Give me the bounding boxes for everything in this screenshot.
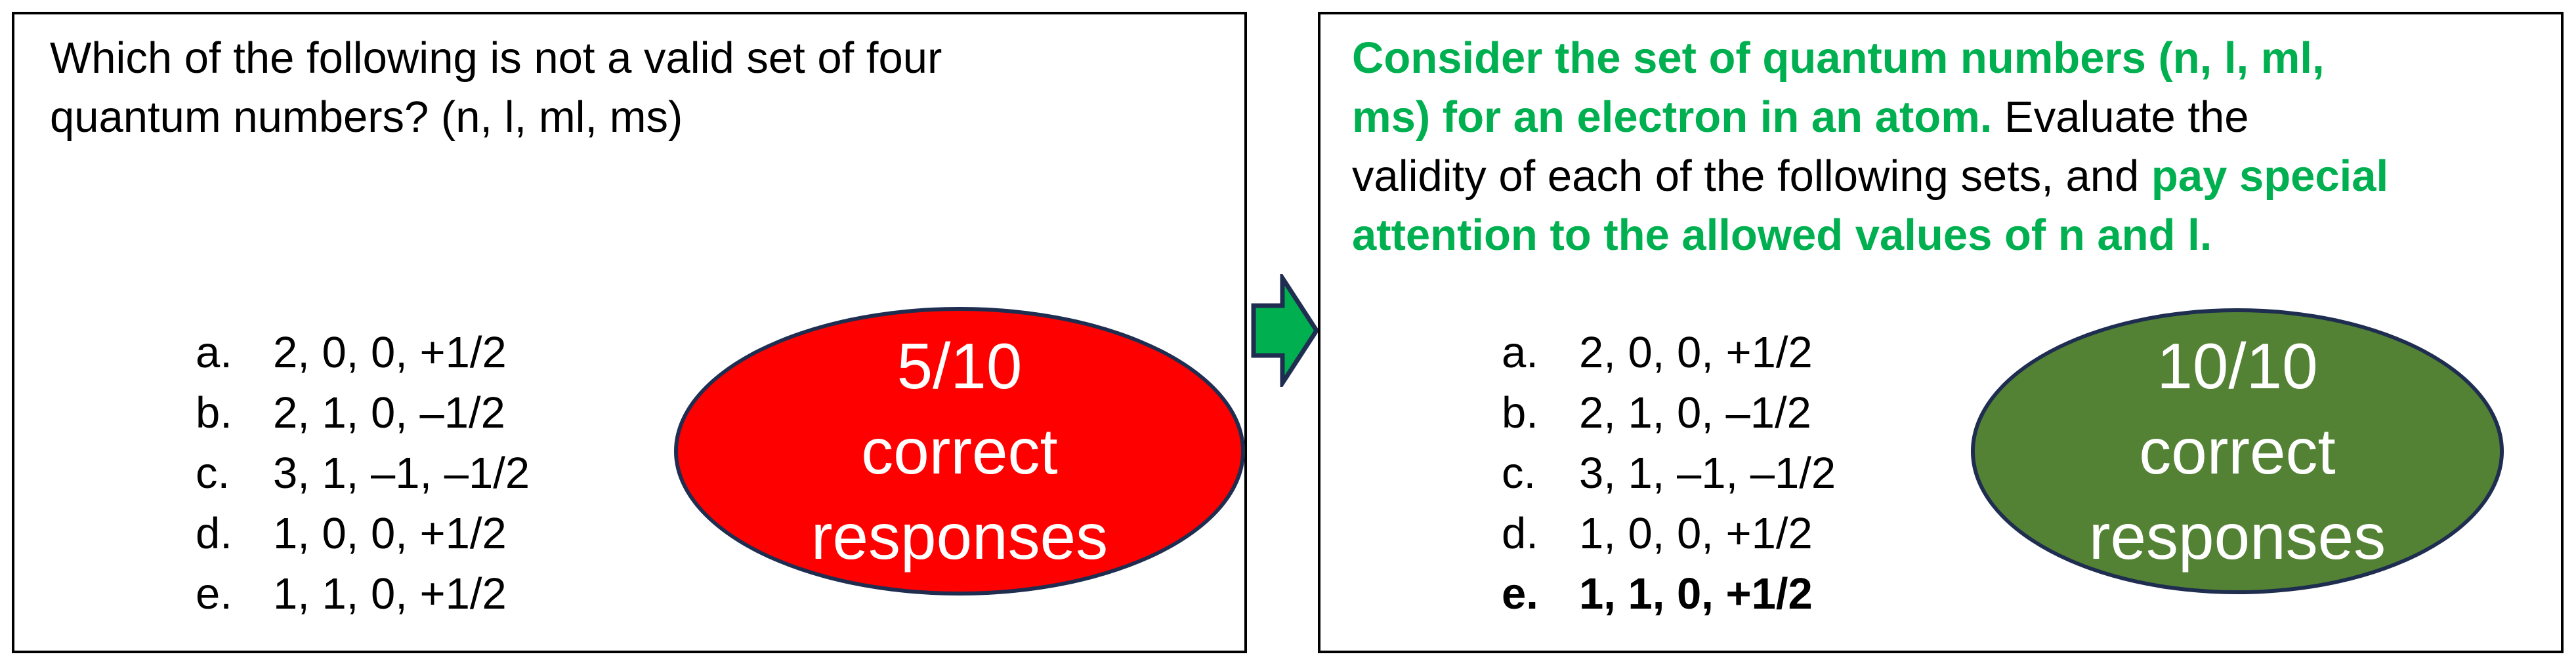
option-value: 1, 0, 0, +1/2 xyxy=(1579,509,1813,558)
score-label: correct xyxy=(861,415,1058,487)
question-line: ms) for an electron in an atom. Evaluate… xyxy=(1352,88,2388,147)
plain-text: validity of each of the following sets, … xyxy=(1352,152,2151,201)
option-letter: c. xyxy=(196,449,230,498)
question-line: validity of each of the following sets, … xyxy=(1352,147,2388,206)
option-letter: a. xyxy=(1502,328,1538,377)
option-e: e. 1, 1, 0, +1/2 xyxy=(196,564,530,624)
options-list: a. 2, 0, 0, +1/2 b. 2, 1, 0, –1/2 c. 3, 1, … xyxy=(1502,323,1836,624)
option-letter: e. xyxy=(196,569,232,618)
option-d: d. 1, 0, 0, +1/2 xyxy=(196,504,530,564)
option-value: 1, 0, 0, +1/2 xyxy=(273,509,507,558)
score-text: 10/10 xyxy=(2157,330,2318,402)
question-text: Consider the set of quantum numbers (n, … xyxy=(1352,29,2388,265)
question-line: attention to the allowed values of n and… xyxy=(1352,211,2212,260)
plain-text: Evaluate the xyxy=(1992,92,2249,142)
result-badge-low: 5/10 correct responses xyxy=(674,307,1245,596)
option-value: 3, 1, –1, –1/2 xyxy=(273,449,530,498)
highlighted-text: pay special xyxy=(2151,152,2389,201)
options-list: a. 2, 0, 0, +1/2 b. 2, 1, 0, –1/2 c. 3, 1, … xyxy=(196,323,530,624)
question-line: quantum numbers? (n, l, ml, ms) xyxy=(50,92,683,142)
option-value: 2, 0, 0, +1/2 xyxy=(1579,328,1813,377)
option-d: d. 1, 0, 0, +1/2 xyxy=(1502,504,1836,564)
question-line: Which of the following is not a valid se… xyxy=(50,33,942,83)
option-letter: d. xyxy=(196,509,232,558)
option-value: 1, 1, 0, +1/2 xyxy=(1579,569,1813,618)
score-label: responses xyxy=(2088,500,2386,573)
option-letter: d. xyxy=(1502,509,1538,558)
highlighted-text: ms) for an electron in an atom. xyxy=(1352,92,1993,142)
question-line: Consider the set of quantum numbers (n, … xyxy=(1352,33,2325,83)
question-text: Which of the following is not a valid se… xyxy=(50,29,942,147)
option-a: a. 2, 0, 0, +1/2 xyxy=(1502,323,1836,383)
option-letter: c. xyxy=(1502,449,1536,498)
option-e-correct: e. 1, 1, 0, +1/2 xyxy=(1502,564,1836,624)
option-b: b. 2, 1, 0, –1/2 xyxy=(196,383,530,443)
option-b: b. 2, 1, 0, –1/2 xyxy=(1502,383,1836,443)
option-value: 3, 1, –1, –1/2 xyxy=(1579,449,1836,498)
option-c: c. 3, 1, –1, –1/2 xyxy=(1502,443,1836,504)
score-text: 5/10 xyxy=(897,330,1023,402)
score-label: responses xyxy=(811,500,1109,573)
option-value: 2, 1, 0, –1/2 xyxy=(1579,388,1811,437)
option-a: a. 2, 0, 0, +1/2 xyxy=(196,323,530,383)
option-letter: a. xyxy=(196,328,232,377)
option-letter: b. xyxy=(1502,388,1538,437)
option-letter: b. xyxy=(196,388,232,437)
right-arrow-icon xyxy=(1251,274,1319,387)
option-value: 2, 0, 0, +1/2 xyxy=(273,328,507,377)
option-value: 2, 1, 0, –1/2 xyxy=(273,388,505,437)
score-label: correct xyxy=(2139,415,2336,487)
option-c: c. 3, 1, –1, –1/2 xyxy=(196,443,530,504)
result-badge-high: 10/10 correct responses xyxy=(1971,308,2504,594)
option-letter: e. xyxy=(1502,569,1538,618)
option-value: 1, 1, 0, +1/2 xyxy=(273,569,507,618)
